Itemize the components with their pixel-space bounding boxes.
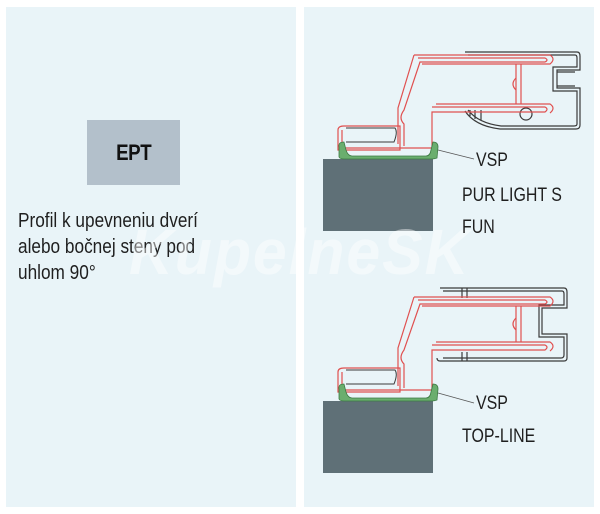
- seal-label: VSP: [476, 393, 508, 414]
- wall-block: [323, 401, 433, 473]
- outer-profile: [436, 287, 568, 362]
- seal-vsp: [338, 383, 439, 402]
- product-code-badge: EPT: [87, 120, 180, 185]
- description-text: Profil k upevneniu dverí alebo bočnej st…: [18, 208, 293, 286]
- seal-vsp: [338, 141, 439, 160]
- red-profile: [337, 296, 554, 393]
- description-line: alebo bočnej steny pod: [18, 235, 196, 258]
- description-line: Profil k upevneniu dverí: [18, 209, 198, 232]
- leader-line: [437, 392, 475, 404]
- model-label: PUR LIGHT S: [462, 185, 562, 206]
- diagram-pur-light: [323, 51, 581, 231]
- red-profile: [337, 54, 554, 151]
- description-panel: [6, 7, 296, 507]
- seal-label: VSP: [476, 150, 508, 171]
- description-line: uhlom 90°: [18, 261, 96, 284]
- leader-line: [437, 149, 475, 160]
- diagram-top-line: [323, 287, 568, 473]
- wall-block: [323, 159, 433, 231]
- product-code: EPT: [115, 139, 152, 165]
- model-label: TOP-LINE: [462, 426, 536, 447]
- outer-profile: [464, 51, 581, 130]
- model-label: FUN: [462, 217, 495, 238]
